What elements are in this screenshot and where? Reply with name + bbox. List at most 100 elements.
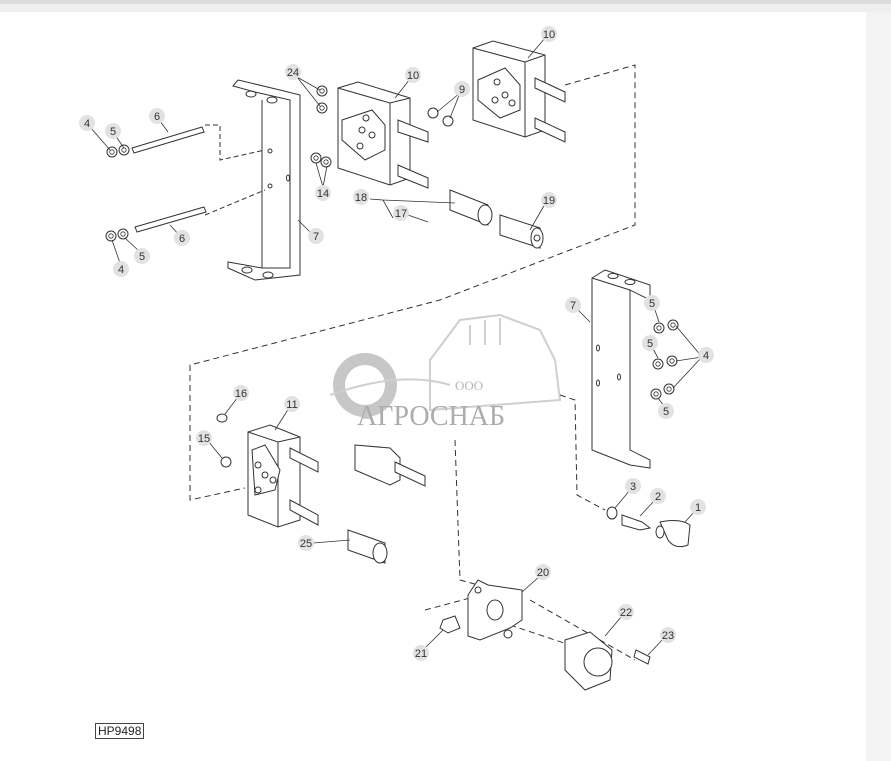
callout-4: 4 — [113, 261, 129, 277]
top-shadow — [0, 4, 891, 12]
callout-number: 6 — [179, 233, 185, 245]
callout-3: 3 — [625, 478, 641, 494]
callout-bubble — [565, 297, 581, 313]
callout-bubble — [625, 478, 641, 494]
figure-id-label: HP9498 — [95, 723, 145, 739]
watermark-logo: ООО АГРОСНАБ — [329, 313, 562, 432]
callout-number: 2 — [655, 491, 661, 503]
callout-number: 5 — [647, 338, 653, 350]
callout-bubble — [233, 385, 249, 401]
callout-5: 5 — [105, 123, 121, 139]
callout-number: 10 — [543, 29, 555, 41]
callout-bubble — [174, 230, 190, 246]
callout-bubble — [134, 248, 150, 264]
watermark-prefix: ООО — [455, 378, 483, 393]
callout-number: 9 — [459, 84, 465, 96]
callout-15: 15 — [196, 430, 212, 446]
callout-5: 5 — [642, 335, 658, 351]
callout-20: 20 — [535, 564, 551, 580]
callout-number: 1 — [695, 502, 701, 514]
callout-number: 23 — [662, 630, 674, 642]
callout-17: 17 — [393, 205, 409, 221]
callout-number: 11 — [286, 399, 297, 411]
callout-number: 21 — [415, 648, 427, 660]
callout-bubble — [454, 81, 470, 97]
callout-number: 15 — [198, 433, 210, 445]
callout-bubble — [196, 430, 212, 446]
callout-bubble — [650, 488, 666, 504]
callout-7: 7 — [565, 297, 581, 313]
callout-number: 22 — [620, 607, 632, 619]
callout-bubble — [541, 192, 557, 208]
callout-bubble — [698, 347, 714, 363]
callout-bubble — [405, 67, 421, 83]
callout-bubble — [642, 335, 658, 351]
callout-5: 5 — [658, 403, 674, 419]
callout-24: 24 — [285, 64, 301, 80]
callout-bubble — [298, 535, 314, 551]
callout-number: 3 — [630, 481, 636, 493]
callout-number: 18 — [355, 192, 367, 204]
callout-bubble — [413, 645, 429, 661]
callout-bubble — [535, 564, 551, 580]
callout-bubble — [644, 295, 660, 311]
callout-10: 10 — [405, 67, 421, 83]
callout-number: 5 — [110, 126, 116, 138]
callout-25: 25 — [298, 535, 314, 551]
callout-number: 4 — [703, 350, 709, 362]
callout-bubble — [658, 403, 674, 419]
callout-1: 1 — [690, 499, 706, 515]
callout-bubble — [660, 627, 676, 643]
callout-number: 20 — [537, 567, 549, 579]
callout-4: 4 — [79, 115, 95, 131]
callout-bubble — [285, 64, 301, 80]
callout-number: 7 — [313, 231, 319, 243]
callout-bubble — [308, 228, 324, 244]
callout-bubble — [315, 185, 331, 201]
callout-5: 5 — [134, 248, 150, 264]
callout-bubble — [105, 123, 121, 139]
callout-22: 22 — [618, 604, 634, 620]
callout-bubble — [113, 261, 129, 277]
callout-21: 21 — [413, 645, 429, 661]
callout-number: 6 — [154, 111, 160, 123]
callout-number: 16 — [235, 388, 247, 400]
callout-14: 14 — [315, 185, 331, 201]
callout-number: 7 — [570, 300, 576, 312]
callout-number: 4 — [84, 118, 90, 130]
callout-2: 2 — [650, 488, 666, 504]
callout-bubble — [284, 396, 300, 412]
top-border — [0, 0, 891, 4]
callout-5: 5 — [644, 295, 660, 311]
callout-bubble — [690, 499, 706, 515]
callout-18: 18 — [353, 189, 369, 205]
callout-7: 7 — [308, 228, 324, 244]
callout-number: 10 — [407, 70, 419, 82]
callout-number: 24 — [287, 67, 299, 79]
callout-4: 4 — [698, 347, 714, 363]
callout-11: 11 — [284, 396, 300, 412]
callout-bubble — [79, 115, 95, 131]
callout-bubble — [353, 189, 369, 205]
callout-bubble — [618, 604, 634, 620]
callout-number: 19 — [543, 195, 555, 207]
callout-19: 19 — [541, 192, 557, 208]
callout-number: 17 — [395, 208, 407, 220]
callout-number: 25 — [300, 538, 312, 550]
diagram-panel — [0, 12, 866, 761]
callout-number: 4 — [118, 264, 124, 276]
callout-23: 23 — [660, 627, 676, 643]
callout-number: 5 — [139, 251, 145, 263]
callout-bubble — [393, 205, 409, 221]
callout-bubble — [149, 108, 165, 124]
callout-6: 6 — [174, 230, 190, 246]
callout-9: 9 — [454, 81, 470, 97]
callout-16: 16 — [233, 385, 249, 401]
callout-number: 14 — [317, 188, 329, 200]
right-margin — [866, 12, 891, 761]
callout-6: 6 — [149, 108, 165, 124]
watermark-brand: АГРОСНАБ — [357, 401, 505, 432]
callout-number: 5 — [649, 298, 655, 310]
